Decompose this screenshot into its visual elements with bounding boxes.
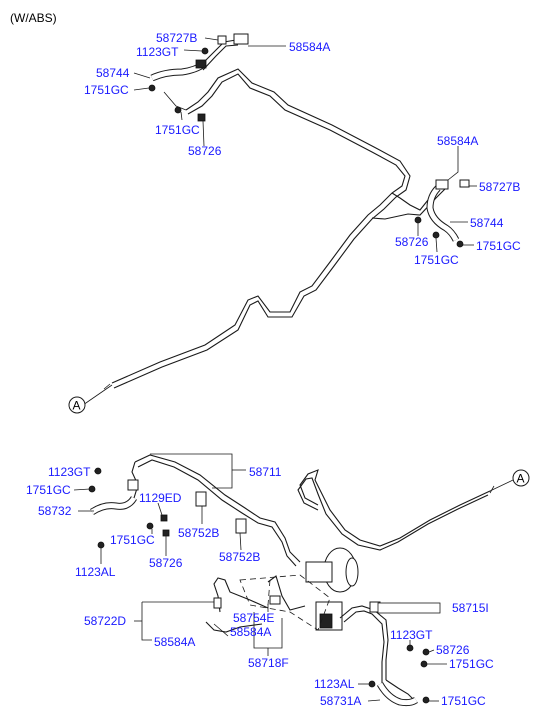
label-1751GC-bottom-mid: 1751GC <box>110 533 155 547</box>
label-58726-bottom-left: 58726 <box>149 556 183 570</box>
clip-1751GC-bottom-mid <box>146 522 154 530</box>
main-brake-tube <box>111 73 406 384</box>
bolt-1123AL-bottom-left <box>97 541 105 549</box>
label-1751GC-top-right-b: 1751GC <box>414 253 459 267</box>
label-58584A-bottom-right: 58584A <box>230 625 271 639</box>
label-1123GT-bottom-left: 1123GT <box>48 465 91 479</box>
clip-58752B-a <box>195 491 207 507</box>
label-1129ED: 1129ED <box>139 491 182 505</box>
label-58732: 58732 <box>38 504 72 518</box>
right-branch-tube-inner <box>371 187 447 220</box>
label-1751GC-top-left-b: 1751GC <box>155 123 200 137</box>
label-58715I: 58715I <box>452 601 489 615</box>
bolt-58726-bottom-right <box>422 648 430 656</box>
callout-a-bottom <box>512 469 530 487</box>
label-58731A: 58731A <box>320 694 361 708</box>
label-1123AL-bottom-right: 1123AL <box>314 677 355 691</box>
clip-58752B-b <box>235 518 247 534</box>
upper-left-tube <box>199 39 237 67</box>
label-1751GC-top-left-a: 1751GC <box>84 83 129 97</box>
label-1751GC-bottom-left: 1751GC <box>26 483 71 497</box>
top-brake-tube-assembly: A <box>68 33 477 414</box>
brake-booster-assembly <box>305 547 359 631</box>
lower-main-tube <box>299 469 491 547</box>
label-58744-top-right: 58744 <box>470 216 504 230</box>
bolt-1123GT-left <box>201 47 209 55</box>
label-58752B-a: 58752B <box>178 526 219 540</box>
clip-1751GC-right-b <box>456 240 464 248</box>
label-bar-58715I <box>377 602 441 614</box>
tube-58711-inner <box>137 459 297 567</box>
clip-1751GC-left-a <box>148 84 156 92</box>
bolt-58726-bottom-left <box>162 529 170 537</box>
upper-left-tube-inner <box>202 44 239 71</box>
label-1751GC-bottom-right-a: 1751GC <box>449 657 494 671</box>
label-58726-top-left: 58726 <box>188 144 222 158</box>
callout-a-top-letter: A <box>73 399 81 413</box>
tube-58711 <box>134 454 301 563</box>
label-58584A-top-right: 58584A <box>437 134 478 148</box>
bolt-58726-right <box>414 216 422 224</box>
main-brake-tube-inner <box>113 68 411 389</box>
hose-fitting-left <box>195 59 207 69</box>
label-58718F: 58718F <box>248 656 289 670</box>
clip-1751GC-bottom-right-a <box>420 660 428 668</box>
callout-a-top <box>68 396 86 414</box>
label-58754E: 58754E <box>233 611 274 625</box>
label-58726-top-right: 58726 <box>395 235 429 249</box>
lower-main-tube-inner <box>297 477 489 551</box>
bolt-1123AL-bottom-right <box>368 680 376 688</box>
callout-a-bottom-letter: A <box>517 472 525 486</box>
label-1751GC-bottom-right-b: 1751GC <box>441 694 486 708</box>
label-58584A-top-left: 58584A <box>289 40 330 54</box>
bracket-58584A-right <box>435 179 449 190</box>
dashed-outline <box>239 574 331 631</box>
label-58722D: 58722D <box>84 614 126 628</box>
tube-58715I <box>339 605 389 680</box>
master-cylinder <box>305 561 333 583</box>
bolt-58726-left <box>197 113 206 122</box>
diagram-title: (W/ABS) <box>10 11 57 25</box>
clip-1751GC-right-a <box>432 231 440 239</box>
label-58726-bottom-right: 58726 <box>436 643 470 657</box>
label-1751GC-top-right-a: 1751GC <box>476 239 521 253</box>
top-labels: 58727B 1123GT 58584A 58744 1751GC 1751GC… <box>84 31 521 267</box>
label-58584A-bottom-left: 58584A <box>154 635 195 649</box>
bottom-labels: 1123GT 58711 1751GC 1129ED 58732 1751GC … <box>26 465 494 708</box>
fitting-58722D <box>213 597 222 609</box>
bolt-1123GT-bottom-right <box>406 644 414 652</box>
bracket-58584A-left <box>233 33 249 45</box>
clip-58727B-right <box>459 179 470 188</box>
label-58727B-top-left: 58727B <box>156 31 197 45</box>
bolt-1129ED <box>160 514 168 522</box>
label-58727B-top-right: 58727B <box>479 180 520 194</box>
bracket-bottom-left <box>127 479 139 491</box>
callout-leader-top <box>82 384 113 406</box>
label-1123GT-bottom-right: 1123GT <box>390 628 433 642</box>
label-58752B-b: 58752B <box>219 550 260 564</box>
tube-58722D <box>213 577 269 613</box>
clip-58727B-left <box>217 35 227 45</box>
label-58744-top-left: 58744 <box>96 66 130 80</box>
fitting-58754E <box>269 595 281 605</box>
bottom-brake-tube-assembly: A <box>73 453 530 707</box>
label-1123GT-top: 1123GT <box>136 45 179 59</box>
clip-1751GC-bottom-right-b <box>422 696 430 704</box>
label-1123AL-bottom-left: 1123AL <box>75 565 116 579</box>
label-58711: 58711 <box>249 465 282 479</box>
